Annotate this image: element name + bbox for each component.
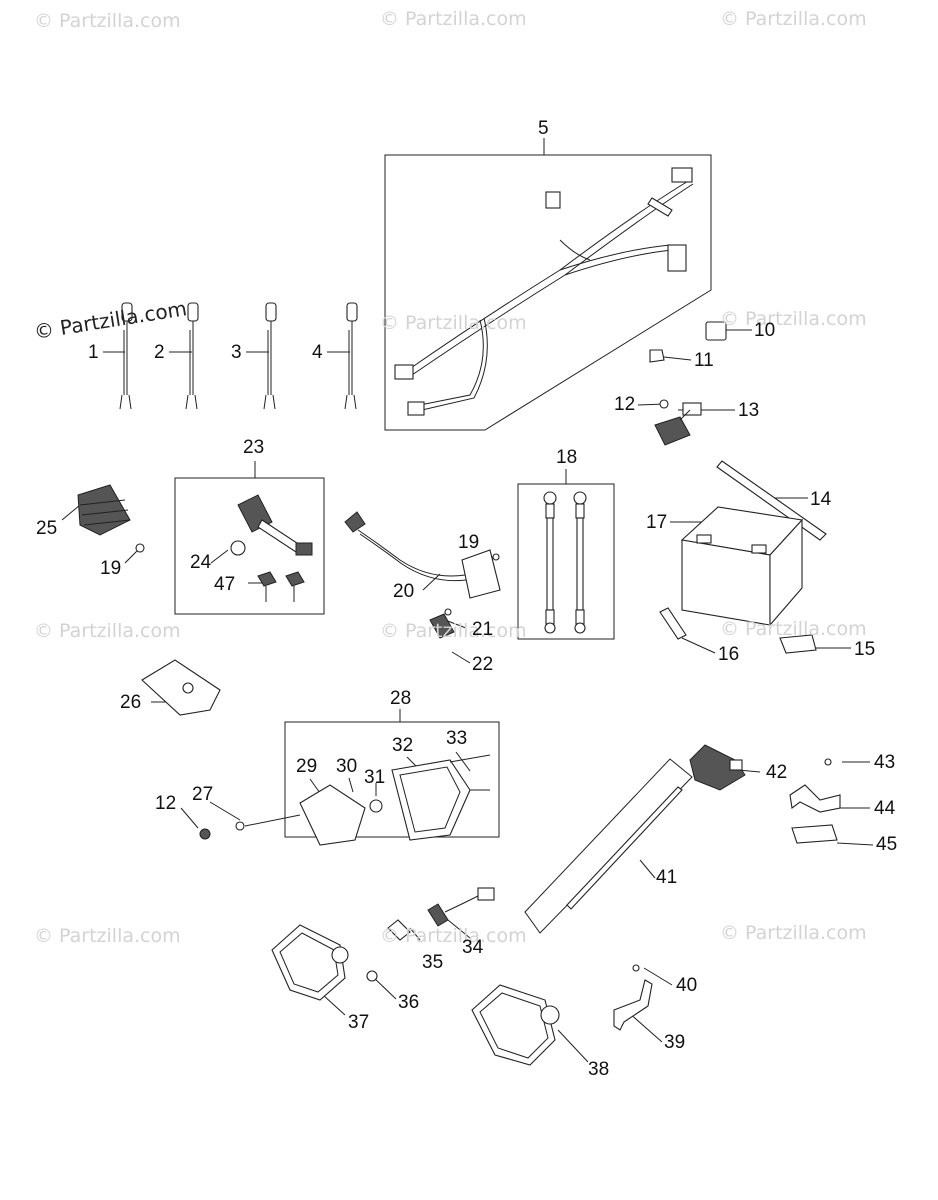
antenna-group-box [524,758,693,934]
callout-4: 4 [312,342,323,363]
harness-group-box [384,154,712,431]
callout-12: 12 [614,394,636,415]
watermark: © Partzilla.com [380,925,527,947]
callout-2: 2 [154,342,165,363]
regulator-rectifier [77,484,145,553]
bulb-socket [387,887,495,941]
battery-cable-group-box [517,483,615,640]
callout-20: 20 [393,581,415,602]
starter-group-box [174,477,325,615]
bracket-44 [789,784,841,813]
callout-34: 34 [462,937,484,958]
headlight-right [471,984,560,1066]
callout-21: 21 [472,619,494,640]
ignition-switch-parts [230,494,313,602]
switch-pigtails-1-4 [119,302,358,410]
bracket-39 [613,979,653,1031]
callout-14: 14 [810,489,832,510]
fuse-part [705,321,727,341]
callout-27: 27 [192,784,214,805]
callout-1: 1 [88,342,99,363]
callout-47: 47 [214,574,236,595]
bolt-40 [632,964,640,972]
callout-32: 32 [392,735,414,756]
callout-37: 37 [348,1012,370,1033]
callout-23: 23 [243,437,265,458]
watermark: © Partzilla.com [34,620,181,642]
callout-39: 39 [664,1032,686,1053]
callout-43: 43 [874,752,896,773]
antenna-and-control-box [566,744,746,910]
watermark: © Partzilla.com [34,925,181,947]
battery-pad [779,634,817,654]
main-wiring-harness [394,167,694,416]
callout-10: 10 [754,320,776,341]
callout-36: 36 [398,992,420,1013]
callout-3: 3 [231,342,242,363]
callout-40: 40 [676,975,698,996]
callout-38: 38 [588,1059,610,1080]
callout-13: 13 [738,400,760,421]
watermark: © Partzilla.com [720,308,867,330]
callout-29: 29 [296,756,318,777]
watermark: © Partzilla.com [380,8,527,30]
callout-45: 45 [876,834,898,855]
battery-label [659,607,687,640]
callout-41: 41 [656,867,678,888]
taillight-assembly [199,754,491,846]
callout-18: 18 [556,447,578,468]
callout-33: 33 [446,728,468,749]
callout-15: 15 [854,639,876,660]
callout-12b: 12 [155,793,177,814]
clip-part [649,349,665,363]
callout-5: 5 [538,118,549,139]
taillight-group-box [284,721,500,838]
callout-19b: 19 [100,558,122,579]
starter-relay [654,399,702,446]
callout-30: 30 [336,756,358,777]
battery [680,506,804,627]
callout-19: 19 [458,532,480,553]
ignition-coil [344,511,501,639]
callout-42: 42 [766,762,788,783]
callout-22: 22 [472,654,494,675]
pad-45 [791,824,838,844]
cover [141,659,221,716]
watermark: © Partzilla.com [380,620,527,642]
callout-35: 35 [422,952,444,973]
callout-26: 26 [120,692,142,713]
callout-25: 25 [36,518,58,539]
callout-24: 24 [190,552,212,573]
callout-31: 31 [364,767,386,788]
watermark: © Partzilla.com [720,922,867,944]
watermark: © Partzilla.com [380,312,527,334]
callout-16: 16 [718,644,740,665]
watermark: © Partzilla.com [34,10,181,32]
watermark: © Partzilla.com [720,618,867,640]
callout-17: 17 [646,512,668,533]
bolt-43 [824,758,832,766]
callout-11: 11 [694,350,714,371]
callout-28: 28 [390,688,412,709]
watermark: © Partzilla.com [720,8,867,30]
headlight-left [271,924,378,1001]
callout-44: 44 [874,798,896,819]
battery-cables [543,491,587,634]
